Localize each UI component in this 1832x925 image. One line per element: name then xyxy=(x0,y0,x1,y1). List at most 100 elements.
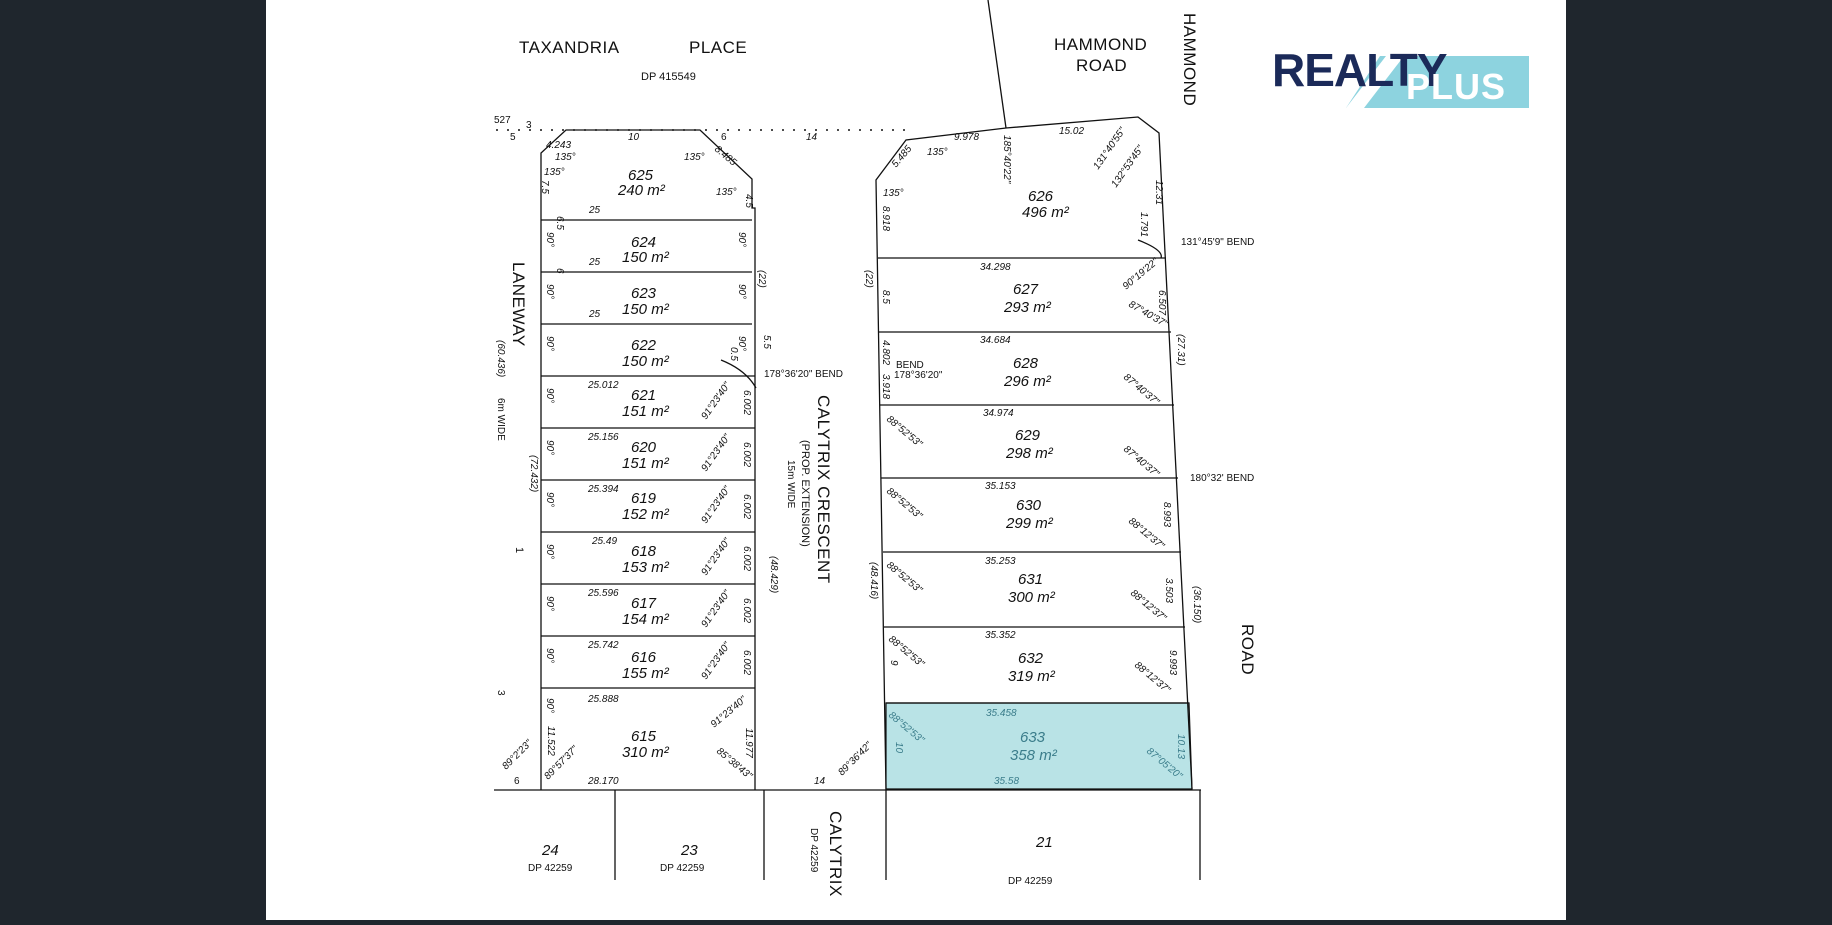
bottom-lot-24-dp: DP 42259 xyxy=(528,863,573,874)
dim-6-bottom: 6 xyxy=(514,776,520,787)
lot-624-num[interactable]: 624 xyxy=(631,234,656,251)
lot-620-num[interactable]: 620 xyxy=(631,439,657,456)
angle-91-23-c: 91°23'40" xyxy=(699,484,733,526)
lot-632-num[interactable]: 632 xyxy=(1018,650,1044,667)
lot-621-num[interactable]: 621 xyxy=(631,387,656,404)
bottom-lots: 24 DP 42259 23 DP 42259 21 DP 42259 xyxy=(528,834,1053,887)
lot-633-highlight[interactable] xyxy=(885,702,1193,790)
angle-88-52-b: 88°52'53" xyxy=(884,486,924,522)
angle-87-40-a: 87°40'37" xyxy=(1121,372,1161,408)
corner-10: 10 xyxy=(628,132,640,143)
right-lots: 626 496 m² 15.02 627 293 m² 34.298 628 2… xyxy=(980,126,1084,764)
dim-12-31: 12.31 xyxy=(1153,180,1164,205)
angle-89-2: 89°2'23" xyxy=(500,738,534,772)
lot-627-dim: 34.298 xyxy=(980,262,1011,273)
angle-90-k: 90° xyxy=(736,232,747,247)
len-36150: (36.150) xyxy=(1191,586,1202,623)
lot-619-dim: 25.394 xyxy=(587,484,619,495)
dim-0-5: 0.5 xyxy=(728,347,739,361)
realty-plus-logo: REALTY PLUS xyxy=(1272,44,1529,108)
dp-calytrix: DP 42259 xyxy=(808,828,819,873)
angle-135-f: 135° xyxy=(883,188,904,199)
dim-6002-d: 6.002 xyxy=(741,546,752,571)
dim-8-918: 8.918 xyxy=(880,206,891,231)
bend-left: 178°36'20" BEND xyxy=(764,369,843,380)
lot-624-dim: 25 xyxy=(588,257,601,268)
dim-10-13: 10.13 xyxy=(1175,734,1186,759)
lot-615-num[interactable]: 615 xyxy=(631,728,657,745)
lot-633-area: 358 m² xyxy=(1010,747,1058,764)
lot-632-area: 319 m² xyxy=(1008,668,1056,685)
lot-618-area: 153 m² xyxy=(622,559,670,576)
lot-633-num[interactable]: 633 xyxy=(1020,729,1046,746)
angle-135-d: 135° xyxy=(716,187,737,198)
lot-621-area: 151 m² xyxy=(622,403,670,420)
lot-623-num[interactable]: 623 xyxy=(631,285,657,302)
bend-right-mid: 180°32' BEND xyxy=(1190,473,1254,484)
dim-4-802: 4.802 xyxy=(880,340,891,365)
dim-6-left: 6 xyxy=(554,268,565,274)
dim-1: 1 xyxy=(513,547,525,553)
dim-5-5: 5.5 xyxy=(761,335,772,349)
road-calytrix-bottom: CALYTRIX xyxy=(826,811,845,897)
lot-627-num[interactable]: 627 xyxy=(1013,281,1039,298)
len-22-right: (22) xyxy=(863,270,874,288)
lot-617-num[interactable]: 617 xyxy=(631,595,657,612)
lot-630-dim: 35.153 xyxy=(985,481,1016,492)
road-hammond-2: ROAD xyxy=(1076,56,1127,75)
road-taxandria: TAXANDRIA xyxy=(519,38,620,57)
right-block xyxy=(875,0,1193,791)
len-48416: (48.416) xyxy=(868,562,879,599)
dim-9: 9 xyxy=(888,660,899,666)
dim-1791: 1.791 xyxy=(1138,212,1149,237)
calytrix-sub: (PROP. EXTENSION) xyxy=(799,440,811,547)
lot-618-dim: 25.49 xyxy=(591,536,617,547)
dim-9978: 9.978 xyxy=(954,132,979,143)
lot-620-area: 151 m² xyxy=(622,455,670,472)
lot-629-area: 298 m² xyxy=(1005,445,1054,462)
road-laneway: LANEWAY xyxy=(509,262,528,347)
bottom-lot-21[interactable]: 21 xyxy=(1035,834,1053,851)
lot-630-num[interactable]: 630 xyxy=(1016,497,1042,514)
angle-90-b: 90° xyxy=(544,284,555,299)
lot-631-num[interactable]: 631 xyxy=(1018,571,1043,588)
left-lots: 625 240 m² 25 624 150 m² 25 623 150 m² 2… xyxy=(587,167,670,761)
bottom-lot-23[interactable]: 23 xyxy=(680,842,698,859)
lot-629-num[interactable]: 629 xyxy=(1015,427,1041,444)
logo-slash xyxy=(1346,56,1404,108)
corner-527: 527 xyxy=(494,115,511,126)
bend-right-top: 131°45'9" BEND xyxy=(1181,237,1254,248)
logo-word-realty: REALTY xyxy=(1272,44,1447,96)
lot-628-num[interactable]: 628 xyxy=(1013,355,1039,372)
lot-616-num[interactable]: 616 xyxy=(631,649,657,666)
lot-625-num[interactable]: 625 xyxy=(628,167,654,184)
angle-91-23-a: 91°23'40" xyxy=(699,380,733,422)
dim-10b: 10 xyxy=(893,742,904,754)
lot-633-dim: 35.458 xyxy=(986,708,1017,719)
lot-632-dim: 35.352 xyxy=(985,630,1016,641)
angle-88-12-a: 88°12'37" xyxy=(1126,516,1166,552)
lot-615-dim: 25.888 xyxy=(587,694,619,705)
lot-631-area: 300 m² xyxy=(1008,589,1056,606)
angle-90-g: 90° xyxy=(544,544,555,559)
bottom-lot-23-dp: DP 42259 xyxy=(660,863,705,874)
angle-90-l: 90° xyxy=(736,284,747,299)
lot-619-num[interactable]: 619 xyxy=(631,490,657,507)
lot-626-dim: 15.02 xyxy=(1059,126,1084,137)
dim-3-918: 3.918 xyxy=(880,374,891,399)
lot-626-num[interactable]: 626 xyxy=(1028,188,1054,205)
angle-185: 185°40'22" xyxy=(1001,135,1012,184)
len-22-left: (22) xyxy=(756,270,767,288)
dim-8-993: 8.993 xyxy=(1161,502,1172,527)
lot-623-dim: 25 xyxy=(588,309,601,320)
bottom-lot-21-dp: DP 42259 xyxy=(1008,876,1053,887)
angle-90-c: 90° xyxy=(544,336,555,351)
lot-628-dim: 34.684 xyxy=(980,335,1011,346)
bottom-lot-24[interactable]: 24 xyxy=(541,842,559,859)
angle-91-23-f: 91°23'40" xyxy=(699,640,733,682)
angle-90-f: 90° xyxy=(544,492,555,507)
lot-615-area: 310 m² xyxy=(622,744,670,761)
lot-622-num[interactable]: 622 xyxy=(631,337,657,354)
lot-618-num[interactable]: 618 xyxy=(631,543,657,560)
